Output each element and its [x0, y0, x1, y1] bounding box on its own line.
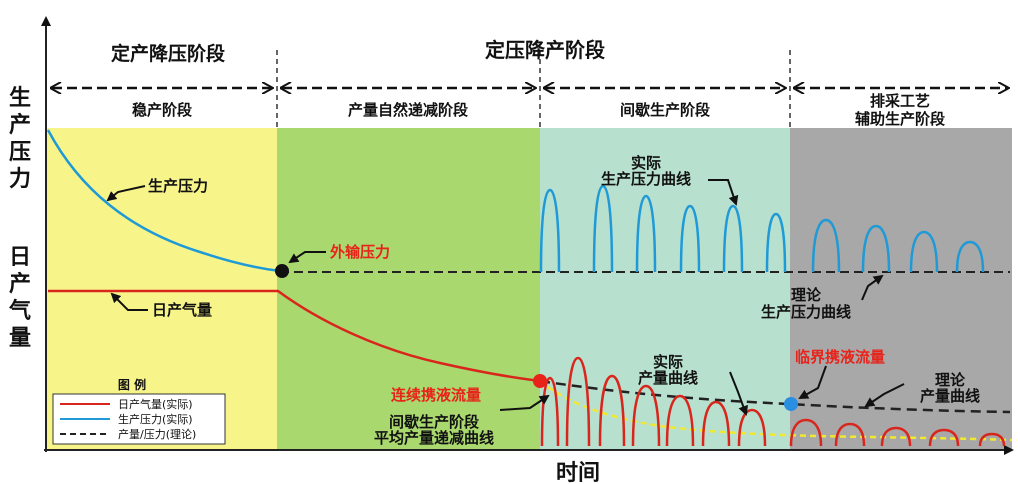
- continuous-flow-point: [533, 374, 547, 388]
- pressure-pulse: [955, 240, 985, 273]
- y-axis-pressure-char2: 产: [9, 113, 31, 138]
- label-continuous-flow: 连续携液流量: [391, 386, 481, 404]
- critical-flow-point: [784, 397, 798, 411]
- pressure-pulse: [909, 230, 939, 273]
- pressure-pulse: [592, 184, 614, 273]
- label-actual-pressure-1: 实际: [631, 154, 661, 172]
- stage-label-assisted-line2: 辅助生产阶段: [855, 110, 945, 128]
- phase-title-constant-output: 定产降压阶段: [111, 42, 226, 65]
- label-theory-pressure-1: 理论: [791, 286, 822, 304]
- output-pulse: [565, 356, 591, 447]
- stage-label-decline: 产量自然递减阶段: [348, 101, 468, 119]
- pressure-pulse: [765, 212, 787, 273]
- label-critical-flow: 临界携液流量: [795, 348, 885, 366]
- label-theory-output-2: 产量曲线: [920, 387, 980, 405]
- pressure-curve: [46, 129, 281, 273]
- outlet-pressure-point: [275, 264, 289, 278]
- pressure-pulse: [861, 224, 891, 273]
- output-pulse: [880, 426, 912, 447]
- arrow-pressure: [106, 185, 146, 202]
- stage-band-assisted: [790, 128, 1012, 449]
- pressure-pulse: [722, 204, 744, 273]
- legend-label-theory: 产量/压力(理论): [118, 427, 196, 441]
- label-gas-curve: 日产气量: [152, 301, 212, 319]
- stage-band-intermittent: [540, 128, 790, 449]
- stage-header-strip: [47, 92, 1012, 128]
- label-theory-output-1: 理论: [935, 371, 966, 389]
- y-axis-gas-char3: 气: [8, 298, 31, 324]
- label-actual-pressure-2: 生产压力曲线: [601, 170, 691, 188]
- label-intermittent-avg-1: 间歇生产阶段: [389, 413, 479, 431]
- y-axis-pressure-char3: 压: [9, 140, 31, 165]
- output-pulse: [834, 422, 866, 447]
- y-axis-gas-char4: 量: [9, 326, 31, 351]
- stage-band-decline: [277, 128, 540, 449]
- x-axis-title: 时间: [556, 461, 600, 484]
- output-pulse: [737, 408, 767, 447]
- legend-label-gas: 日产气量(实际): [118, 397, 193, 411]
- y-axis-gas-char2: 产: [9, 272, 31, 297]
- y-axis-pressure-char4: 力: [9, 167, 31, 192]
- label-pressure-curve: 生产压力: [148, 177, 208, 195]
- stage-label-stable: 稳产阶段: [132, 101, 192, 119]
- legend: 图 例 日产气量(实际) 生产压力(实际) 产量/压力(理论): [52, 377, 226, 445]
- label-actual-output-2: 产量曲线: [638, 369, 698, 387]
- label-theory-pressure-2: 生产压力曲线: [761, 303, 851, 321]
- output-pulse: [928, 428, 960, 447]
- legend-title: 图 例: [118, 377, 146, 392]
- arrow-theory-output: [864, 383, 905, 408]
- phase-title-constant-pressure: 定压降产阶段: [485, 38, 605, 62]
- arrow-gas: [110, 292, 148, 311]
- pressure-pulse: [635, 194, 657, 273]
- theory-output-curve: [539, 379, 1011, 414]
- pressure-pulse: [539, 188, 561, 273]
- output-pulse: [701, 400, 731, 447]
- gas-curve: [48, 289, 541, 383]
- legend-label-pressure: 生产压力(实际): [118, 412, 193, 426]
- output-pulse: [631, 384, 661, 447]
- arrow-actual-output: [729, 371, 748, 416]
- output-pulse: [598, 374, 626, 447]
- actual-pressure-pulses: [539, 184, 985, 273]
- output-pulse: [789, 418, 823, 447]
- label-intermittent-avg-2: 平均产量递减曲线: [374, 429, 494, 447]
- pressure-pulse: [679, 204, 701, 273]
- y-axis-gas-char1: 日: [9, 245, 31, 270]
- output-pulse: [665, 394, 695, 447]
- y-axis-pressure-char1: 生: [9, 86, 31, 111]
- arrow-theory-pressure: [861, 274, 884, 301]
- avg-decline-curve: [539, 380, 1013, 442]
- arrow-intermittent-avg: [499, 394, 550, 411]
- arrow-critical: [798, 365, 827, 399]
- stage-label-assisted-line1: 排采工艺: [870, 92, 930, 110]
- arrow-actual-pressure: [708, 179, 739, 206]
- arrow-outlet: [288, 251, 326, 264]
- label-outlet-pressure: 外输压力: [329, 243, 390, 261]
- pressure-pulse: [811, 218, 841, 273]
- stage-label-intermittent: 间歇生产阶段: [620, 101, 710, 119]
- label-actual-output-1: 实际: [653, 353, 683, 371]
- output-pulse: [978, 432, 1006, 447]
